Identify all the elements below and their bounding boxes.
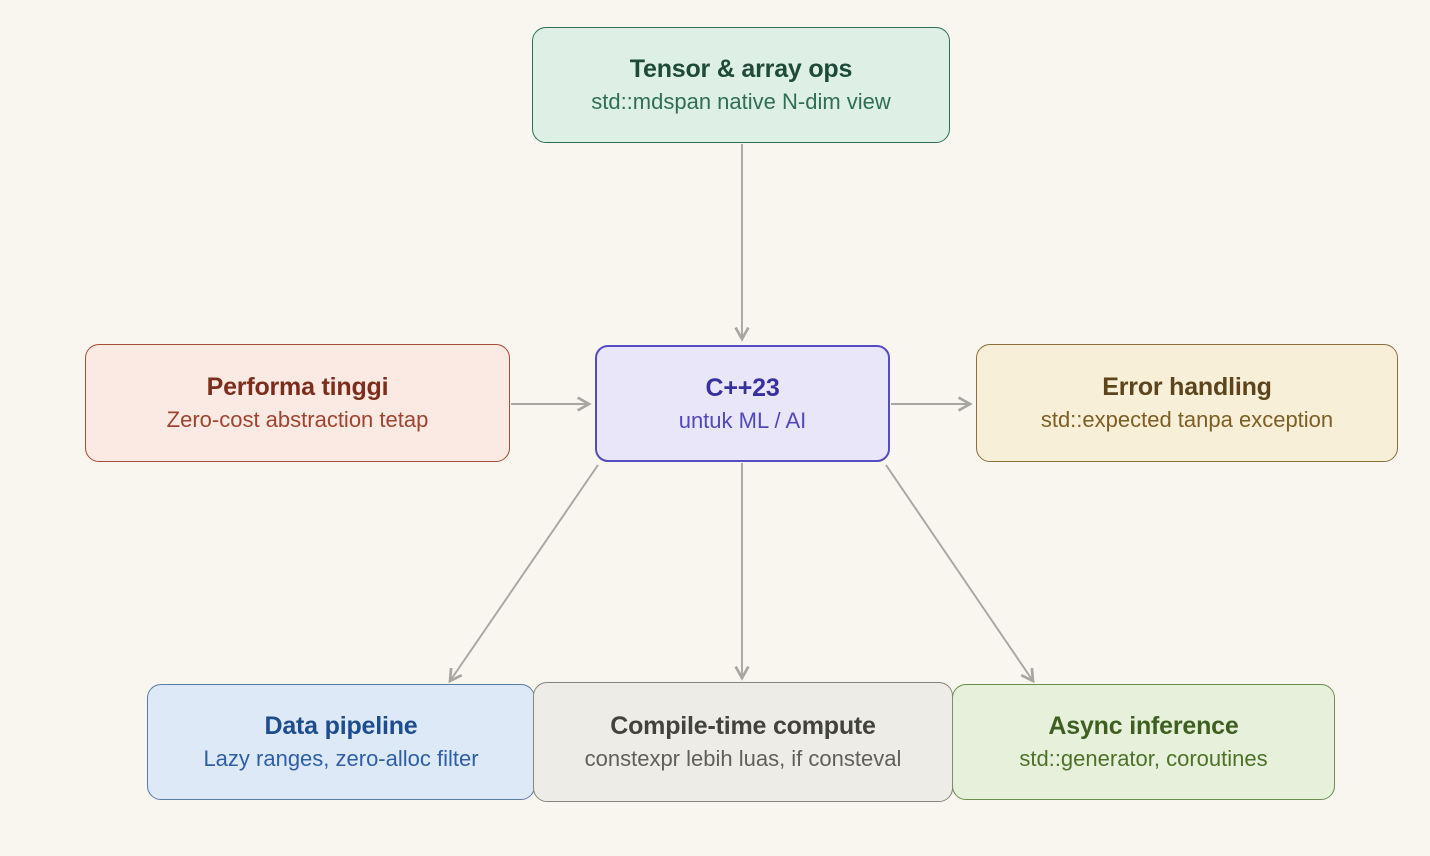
node-performa-tinggi: Performa tinggi Zero-cost abstraction te… [85,344,510,462]
node-subtitle: Zero-cost abstraction tetap [166,407,429,433]
node-title: C++23 [705,373,780,402]
arrow-cpp23-to-data [448,464,599,684]
node-async-inference: Async inference std::generator, coroutin… [952,684,1335,800]
arrow-cpp23-to-async [885,464,1035,684]
node-subtitle: std::mdspan native N-dim view [591,89,891,115]
node-title: Tensor & array ops [629,55,853,84]
node-subtitle: Lazy ranges, zero-alloc filter [203,746,479,772]
node-data-pipeline: Data pipeline Lazy ranges, zero-alloc fi… [147,684,535,800]
node-subtitle: constexpr lebih luas, if consteval [584,746,902,772]
node-title: Compile-time compute [610,712,876,741]
node-error-handling: Error handling std::expected tanpa excep… [976,344,1398,462]
node-subtitle: std::generator, coroutines [1019,746,1268,772]
node-subtitle: untuk ML / AI [678,407,807,433]
node-tensor-array-ops: Tensor & array ops std::mdspan native N-… [532,27,950,143]
node-cpp23: C++23 untuk ML / AI [595,345,890,462]
node-title: Error handling [1102,373,1272,402]
node-compile-time-compute: Compile-time compute constexpr lebih lua… [533,682,953,802]
node-title: Performa tinggi [206,373,389,402]
node-title: Data pipeline [264,712,418,741]
node-title: Async inference [1048,712,1239,741]
node-subtitle: std::expected tanpa exception [1040,407,1334,433]
